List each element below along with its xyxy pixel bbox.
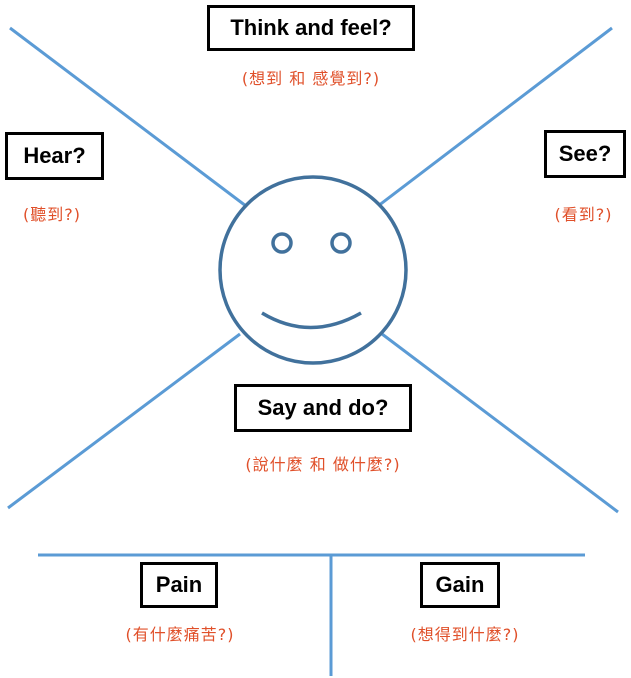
see-subtitle: (看到?) (554, 205, 613, 224)
left-eye (271, 232, 293, 254)
think-and-feel-box: Think and feel? (207, 5, 415, 51)
say-and-do-label: Say and do? (257, 395, 389, 420)
say-and-do-subtitle: (說什麼 和 做什麼?) (245, 455, 401, 474)
hear-box: Hear? (5, 132, 104, 180)
gain-box: Gain (420, 562, 500, 608)
pain-subtitle: (有什麼痛苦?) (125, 625, 235, 644)
smile-mouth (261, 311, 362, 330)
say-and-do-box: Say and do? (234, 384, 412, 432)
diagonal-line-top-left (9, 26, 247, 208)
diagonal-line-top-right (377, 26, 613, 208)
think-and-feel-subtitle: (想到 和 感覺到?) (241, 69, 381, 88)
right-eye (330, 232, 352, 254)
hear-subtitle: (聽到?) (23, 205, 81, 224)
face-outline (218, 175, 408, 365)
smiley-face-icon (218, 175, 408, 365)
pain-box: Pain (140, 562, 218, 608)
hear-label: Hear? (23, 143, 86, 168)
see-label: See? (558, 141, 612, 166)
pain-label: Pain (155, 572, 203, 597)
see-box: See? (544, 130, 626, 178)
gain-subtitle: (想得到什麼?) (410, 625, 520, 644)
diagonal-line-bottom-right (381, 332, 619, 514)
think-and-feel-label: Think and feel? (230, 15, 392, 40)
gain-label: Gain (435, 572, 485, 597)
diagonal-line-bottom-left (7, 332, 241, 510)
